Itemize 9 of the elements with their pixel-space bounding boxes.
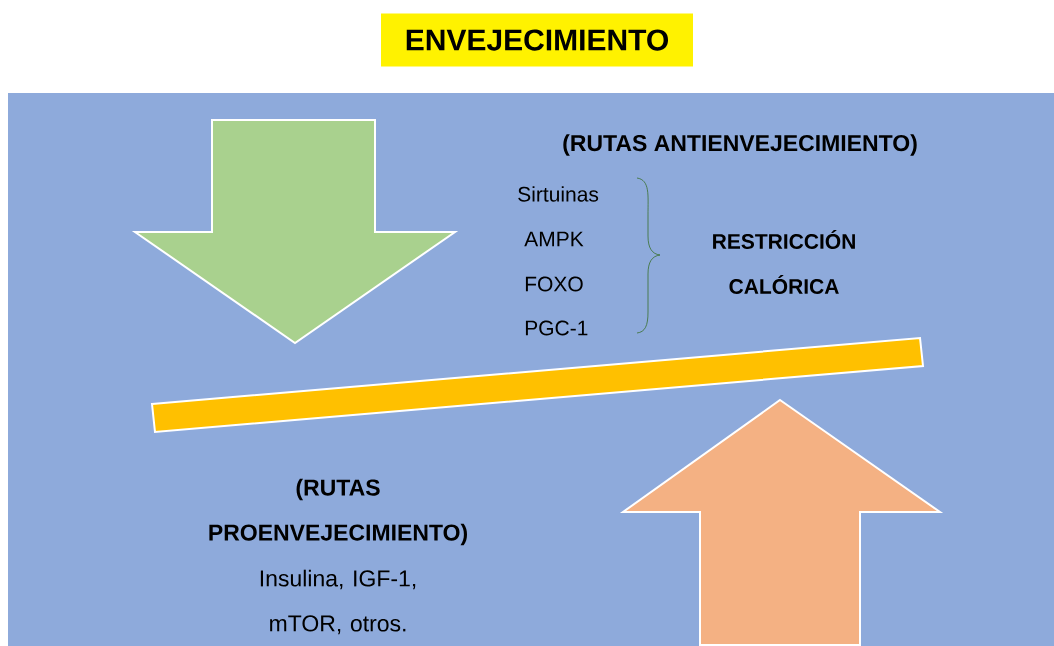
section-heading: (RUTAS ANTIENVEJECIMIENTO) <box>563 134 917 156</box>
intervention-label: RESTRICCIÓN CALÓRICA <box>713 230 855 294</box>
pathway-label: AMPK <box>524 231 584 247</box>
title: ENVEJECIMIENTO <box>381 13 693 67</box>
pathway-label: FOXO <box>525 276 583 292</box>
pathway-list: Insulina, IGF-1, mTOR, otros. <box>260 569 416 635</box>
section-heading: (RUTAS PROENVEJECIMIENTO) <box>209 478 467 546</box>
pathway-label: Sirtuinas <box>518 186 599 202</box>
pathway-label: PGC-1 <box>525 320 588 336</box>
